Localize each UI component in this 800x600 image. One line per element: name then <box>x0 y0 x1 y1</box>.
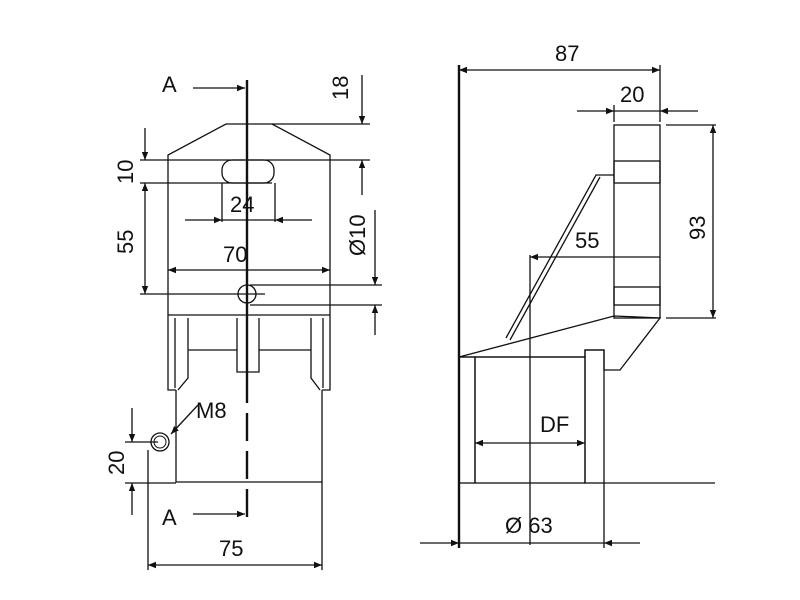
dim-10: 10 <box>113 160 138 184</box>
dim-75: 75 <box>219 536 243 561</box>
mounting-plate <box>613 124 661 319</box>
dim-24: 24 <box>230 192 254 217</box>
section-mark-top: A <box>162 72 177 97</box>
dim-70: 70 <box>223 242 247 267</box>
tube-wall-left <box>458 356 476 484</box>
dim-hole-diameter: Ø10 <box>345 214 370 256</box>
section-mark-bottom: A <box>162 505 177 530</box>
dim-93: 93 <box>685 216 710 240</box>
front-view: A A 18 10 55 24 70 Ø10 M8 20 <box>104 72 382 570</box>
dim-55: 55 <box>113 230 138 254</box>
dim-18: 18 <box>328 76 353 100</box>
dim-20-section: 20 <box>620 82 644 107</box>
dim-55-section: 55 <box>575 228 599 253</box>
thread-label: M8 <box>196 398 227 423</box>
dim-df: DF <box>540 412 569 437</box>
dim-20-front: 20 <box>104 451 129 475</box>
tube-wall-right <box>584 349 605 484</box>
dim-outer-diameter: Ø 63 <box>505 513 553 538</box>
dim-87: 87 <box>555 41 579 66</box>
section-view: 87 20 55 93 DF Ø 63 <box>420 41 717 548</box>
